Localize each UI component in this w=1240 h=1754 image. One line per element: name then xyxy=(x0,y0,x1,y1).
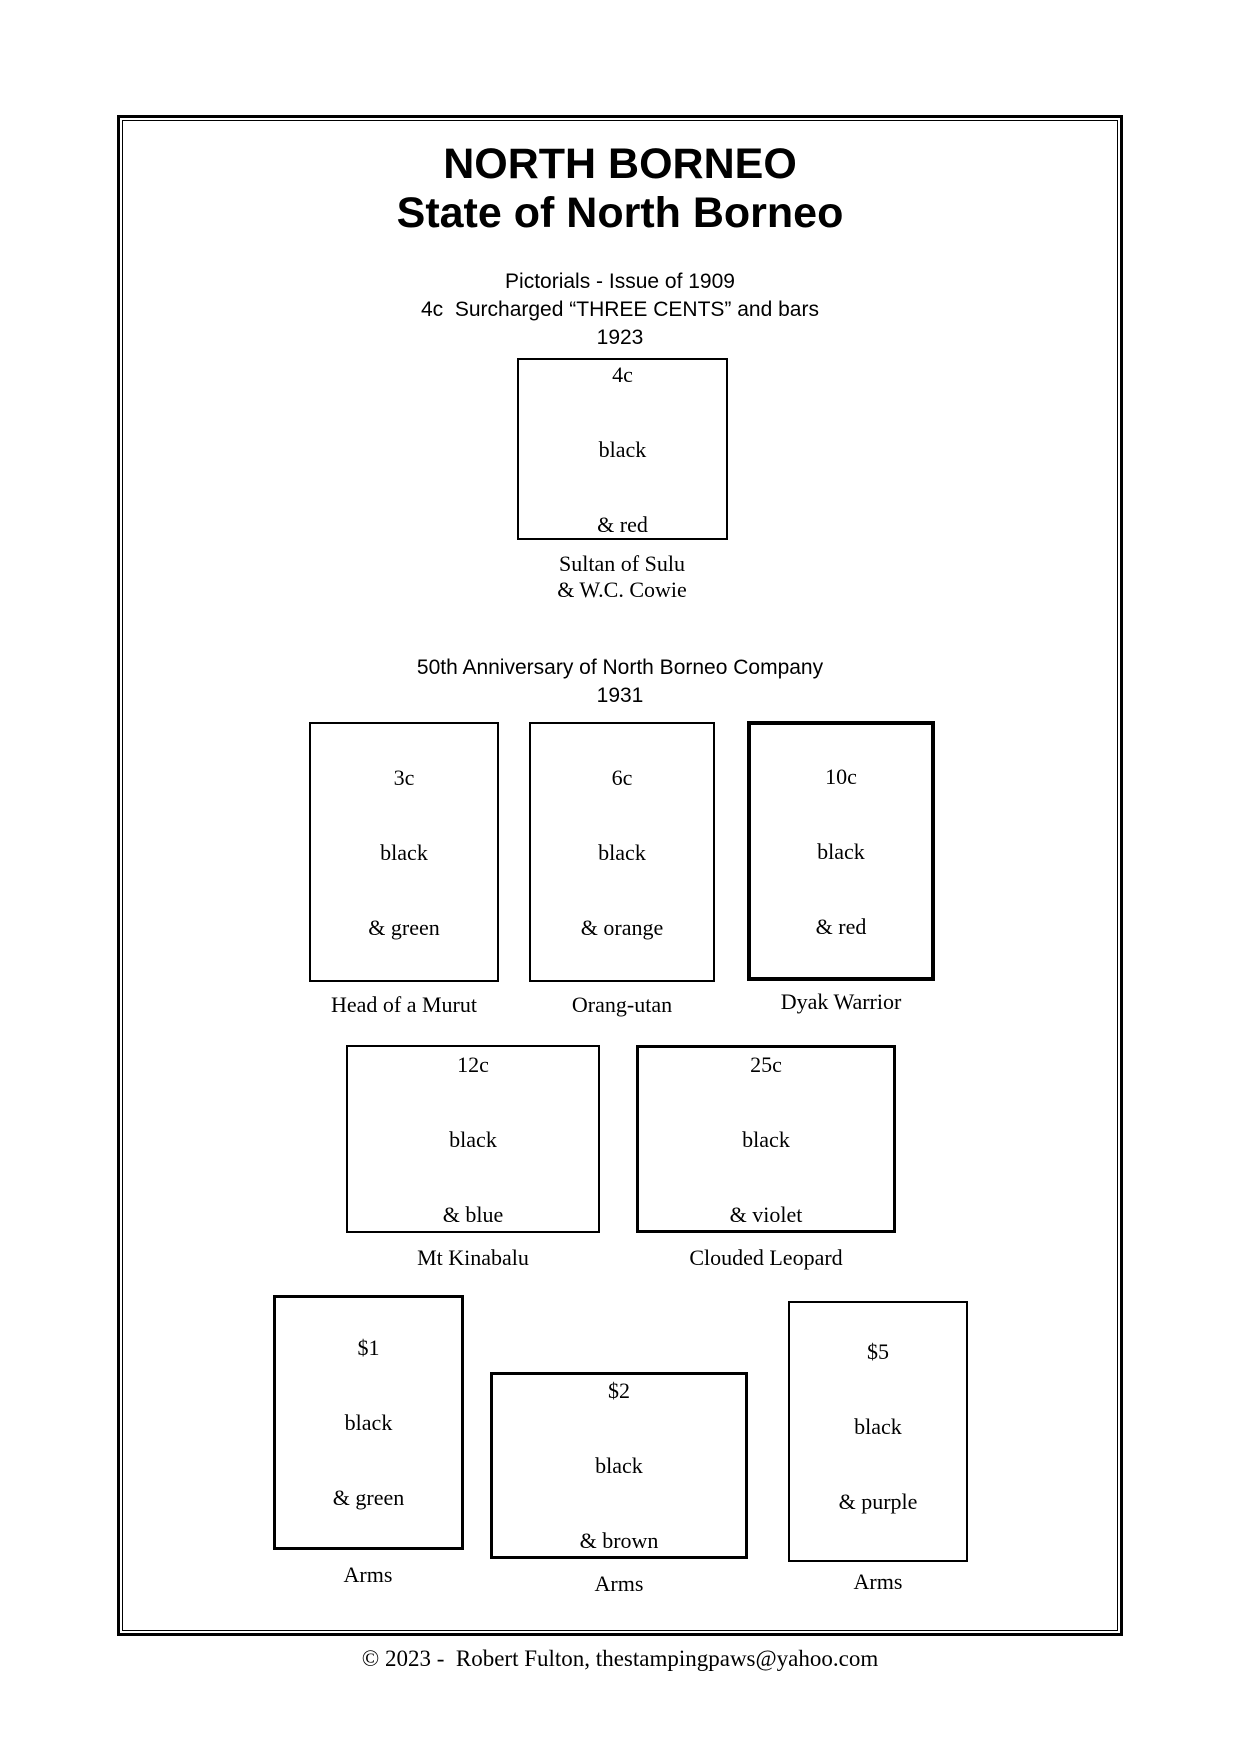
stamp-10c-ink-line1: black xyxy=(817,838,865,864)
stamp-box-5-dollar: $5 black & purple xyxy=(788,1301,968,1562)
stamp-label-1-dollar: $1 black & green xyxy=(333,1285,404,1560)
stamp-12c-ink-line2: & blue xyxy=(442,1201,504,1227)
stamp-label-12c: 12c black & blue xyxy=(443,1002,504,1277)
stamp-caption-4c-line2: & W.C. Cowie xyxy=(557,577,687,602)
stamp-caption-4c: Sultan of Sulu & W.C. Cowie xyxy=(472,551,772,603)
stamp-label-25c: 25c black & violet xyxy=(730,1002,803,1277)
stamp-5-dollar-ink-line1: black xyxy=(854,1414,902,1439)
page-title-line2: State of North Borneo xyxy=(396,189,844,237)
stamp-box-4c: 4c black & red xyxy=(517,358,728,540)
stamp-box-1-dollar: $1 black & green xyxy=(273,1295,464,1550)
issue-1931-heading-line2: 1931 xyxy=(596,684,644,707)
stamp-box-6c: 6c black & orange xyxy=(529,722,715,982)
stamp-1-dollar-ink-line1: black xyxy=(344,1410,393,1435)
stamp-25c-denomination: 25c xyxy=(750,1051,782,1077)
stamp-box-25c: 25c black & violet xyxy=(636,1045,896,1233)
stamp-6c-ink-line2: & orange xyxy=(580,914,664,940)
stamp-2-dollar-ink-line2: & brown xyxy=(579,1528,659,1553)
stamp-caption-2-dollar: Arms xyxy=(594,1571,644,1596)
stamp-4c-ink-line1: black xyxy=(598,436,647,462)
issue-1931-heading-line1: 50th Anniversary of North Borneo Company xyxy=(416,656,824,679)
stamp-4c-ink-line2: & red xyxy=(597,511,648,537)
stamp-caption-25c: Clouded Leopard xyxy=(689,1245,843,1270)
page-border-inner-line xyxy=(122,120,1118,1631)
stamp-1-dollar-ink-line2: & green xyxy=(332,1485,405,1510)
stamp-2-dollar-denomination: $2 xyxy=(607,1378,630,1403)
stamp-caption-4c-line1: Sultan of Sulu xyxy=(559,551,685,576)
stamp-25c-ink-line1: black xyxy=(742,1126,790,1152)
stamp-caption-10c: Dyak Warrior xyxy=(780,989,902,1014)
stamp-box-12c: 12c black & blue xyxy=(346,1045,600,1233)
page-title: NORTH BORNEO State of North Borneo xyxy=(117,140,1123,238)
stamp-box-2-dollar: $2 black & brown xyxy=(490,1372,748,1559)
stamp-caption-12c: Mt Kinabalu xyxy=(417,1245,529,1270)
stamp-label-3c: 3c black & green xyxy=(368,715,439,990)
stamp-4c-denomination: 4c xyxy=(612,361,633,387)
stamp-label-10c: 10c black & red xyxy=(816,714,867,989)
issue-1909-heading: Pictorials - Issue of 1909 4c Surcharged… xyxy=(117,268,1123,352)
stamp-5-dollar-ink-line2: & purple xyxy=(838,1489,918,1514)
issue-1909-heading-line2: 4c Surcharged “THREE CENTS” and bars xyxy=(421,298,819,321)
stamp-6c-denomination: 6c xyxy=(611,764,633,790)
issue-1931-heading: 50th Anniversary of North Borneo Company… xyxy=(117,654,1123,710)
stamp-25c-ink-line2: & violet xyxy=(729,1201,803,1227)
stamp-6c-ink-line1: black xyxy=(598,839,646,865)
stamp-12c-denomination: 12c xyxy=(457,1051,489,1077)
stamp-12c-ink-line1: black xyxy=(449,1126,497,1152)
page-title-line1: NORTH BORNEO xyxy=(443,140,797,188)
issue-1909-heading-line1: Pictorials - Issue of 1909 xyxy=(505,270,735,293)
stamp-10c-ink-line2: & red xyxy=(815,913,867,939)
stamp-label-6c: 6c black & orange xyxy=(581,715,663,990)
stamp-box-10c: 10c black & red xyxy=(747,721,935,981)
stamp-caption-6c: Orang-utan xyxy=(571,992,673,1017)
stamp-label-2-dollar: $2 black & brown xyxy=(580,1328,659,1603)
stamp-3c-denomination: 3c xyxy=(393,764,415,790)
page-border-frame xyxy=(117,115,1123,1636)
stamp-10c-denomination: 10c xyxy=(825,763,857,789)
footer-credit: © 2023 - Robert Fulton, thestampingpaws@… xyxy=(361,1646,879,1671)
stamp-box-3c: 3c black & green xyxy=(309,722,499,982)
issue-1909-heading-line3: 1923 xyxy=(596,326,644,349)
stamp-3c-ink-line2: & green xyxy=(368,914,440,940)
stamp-3c-ink-line1: black xyxy=(380,839,428,865)
stamp-2-dollar-ink-line1: black xyxy=(595,1453,643,1478)
stamp-5-dollar-denomination: $5 xyxy=(866,1339,889,1364)
stamp-caption-3c: Head of a Murut xyxy=(330,992,477,1017)
stamp-caption-1-dollar: Arms xyxy=(343,1562,393,1587)
stamp-1-dollar-denomination: $1 xyxy=(357,1335,380,1360)
stamp-label-5-dollar: $5 black & purple xyxy=(839,1289,918,1574)
stamp-caption-5-dollar: Arms xyxy=(853,1569,903,1594)
stamp-label-4c: 4c black & red xyxy=(597,312,648,587)
